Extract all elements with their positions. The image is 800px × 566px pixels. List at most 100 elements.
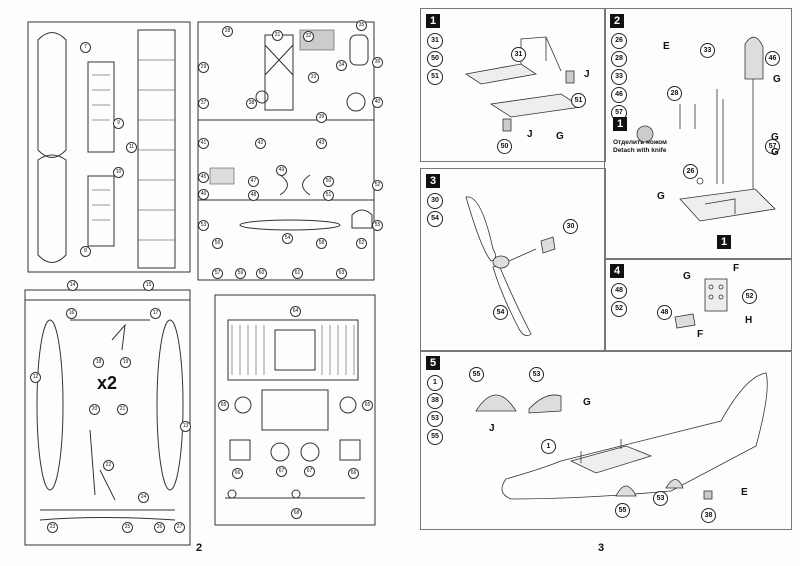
part-number: 38 bbox=[246, 98, 257, 109]
part-ref: 52 bbox=[611, 301, 627, 317]
label-f: F bbox=[697, 329, 704, 340]
callout: 53 bbox=[653, 491, 668, 506]
step-4-panel: 4 48 52 G F 52 48 H F bbox=[604, 258, 792, 352]
step-1-panel: 1 31 50 51 31 J 51 J G 50 bbox=[420, 8, 606, 162]
part-ref: 51 bbox=[427, 69, 443, 85]
part-number: 8 bbox=[80, 246, 91, 257]
page-number: 2 bbox=[196, 542, 203, 554]
part-number: 51 bbox=[323, 190, 334, 201]
fuselage-part bbox=[264, 34, 294, 111]
part-number: 56 bbox=[212, 238, 223, 249]
callout: 54 bbox=[493, 305, 508, 320]
step-2-panel: 2 26 28 33 46 57 E 33 46 G 28 1 bbox=[604, 8, 792, 260]
part-number: 65 bbox=[218, 400, 229, 411]
step-1-drawing bbox=[464, 36, 583, 132]
step-3-drawing bbox=[465, 196, 556, 337]
part-number: 63 bbox=[336, 268, 347, 279]
callout: 46 bbox=[765, 51, 780, 66]
part-number: 14 bbox=[67, 280, 78, 291]
part-number: 26 bbox=[154, 522, 165, 533]
wing-bottom-left bbox=[37, 154, 67, 263]
part-number: 48 bbox=[248, 190, 259, 201]
label-e: E bbox=[741, 487, 748, 498]
part-number: 64 bbox=[290, 306, 301, 317]
label-h: H bbox=[745, 315, 753, 326]
part-number: 13 bbox=[180, 421, 191, 432]
part-number: 28 bbox=[222, 26, 233, 37]
part-number: 7 bbox=[80, 42, 91, 53]
part-ref: 54 bbox=[427, 211, 443, 227]
part-number: 53 bbox=[198, 220, 209, 231]
part-ref: 28 bbox=[611, 51, 627, 67]
part-number: 52 bbox=[372, 180, 383, 191]
part-number: 33 bbox=[308, 72, 319, 83]
part-ref: 33 bbox=[611, 69, 627, 85]
part-number: 11 bbox=[126, 142, 137, 153]
part-number: 35 bbox=[356, 20, 367, 31]
part-number: 37 bbox=[198, 98, 209, 109]
part-ref: 1 bbox=[427, 375, 443, 391]
part-number: 29 bbox=[198, 62, 209, 73]
part-number: 21 bbox=[117, 404, 128, 415]
part-ref: 55 bbox=[427, 429, 443, 445]
part-number: 36 bbox=[372, 57, 383, 68]
part-number: 10 bbox=[113, 167, 124, 178]
step-3-panel: 3 30 54 30 54 bbox=[420, 168, 606, 352]
label-e: E bbox=[663, 41, 670, 52]
step-2-drawing bbox=[636, 36, 776, 222]
step-5-panel: 5 1 38 53 55 55 53 J G 1 53 E 55 3 bbox=[420, 350, 792, 530]
part-number: 19 bbox=[120, 357, 131, 368]
part-number: 67 bbox=[276, 466, 287, 477]
sprue-drawings bbox=[24, 21, 376, 546]
label-g: G bbox=[556, 131, 564, 142]
label-g: G bbox=[773, 74, 781, 85]
part-number: 65 bbox=[362, 400, 373, 411]
part-number: 47 bbox=[248, 176, 259, 187]
part-number: 54 bbox=[282, 233, 293, 244]
aileron-1 bbox=[87, 61, 115, 153]
part-number: 40 bbox=[372, 97, 383, 108]
part-number: 58 bbox=[316, 238, 327, 249]
part-number: 9 bbox=[113, 118, 124, 129]
callout: 48 bbox=[657, 305, 672, 320]
part-number: 39 bbox=[316, 112, 327, 123]
part-number: 20 bbox=[89, 404, 100, 415]
sprue-d-frame bbox=[214, 294, 376, 526]
part-ref: 53 bbox=[427, 411, 443, 427]
part-ref: 30 bbox=[427, 193, 443, 209]
aileron-2 bbox=[87, 175, 115, 247]
step-number: 5 bbox=[426, 356, 440, 370]
part-ref: 26 bbox=[611, 33, 627, 49]
part-number: 43 bbox=[316, 138, 327, 149]
part-number: 34 bbox=[336, 60, 347, 71]
parts-list: 30 54 bbox=[427, 193, 443, 227]
label-g: G bbox=[771, 147, 779, 158]
part-number: 18 bbox=[93, 357, 104, 368]
part-number: 41 bbox=[198, 138, 209, 149]
note-english: Detach with knife bbox=[613, 147, 667, 154]
wing-top-left bbox=[37, 32, 67, 158]
part-number: 45 bbox=[198, 172, 209, 183]
left-page: x2 7 9 11 10 8 28 31 32 35 29 34 36 33 3… bbox=[24, 0, 401, 566]
step-number: 2 bbox=[610, 14, 624, 28]
part-number: 27 bbox=[174, 522, 185, 533]
label-j: J bbox=[584, 69, 590, 80]
part-ref: 50 bbox=[427, 51, 443, 67]
callout: 52 bbox=[742, 289, 757, 304]
sprue-b-frame bbox=[197, 21, 375, 281]
part-number: 66 bbox=[232, 468, 243, 479]
part-number: 57 bbox=[212, 268, 223, 279]
part-number: 16 bbox=[66, 308, 77, 319]
step-number: 1 bbox=[426, 14, 440, 28]
part-ref: 46 bbox=[611, 87, 627, 103]
part-ref: 31 bbox=[427, 33, 443, 49]
part-number: 55 bbox=[372, 220, 383, 231]
callout: 38 bbox=[701, 508, 716, 523]
sprue-c-frame bbox=[24, 289, 191, 546]
sprue-a-frame bbox=[27, 21, 191, 273]
parts-list: 48 52 bbox=[611, 283, 627, 317]
part-number: 68 bbox=[291, 508, 302, 519]
part-ref: 48 bbox=[611, 283, 627, 299]
step-5-drawing bbox=[475, 372, 768, 500]
part-number: 17 bbox=[150, 308, 161, 319]
